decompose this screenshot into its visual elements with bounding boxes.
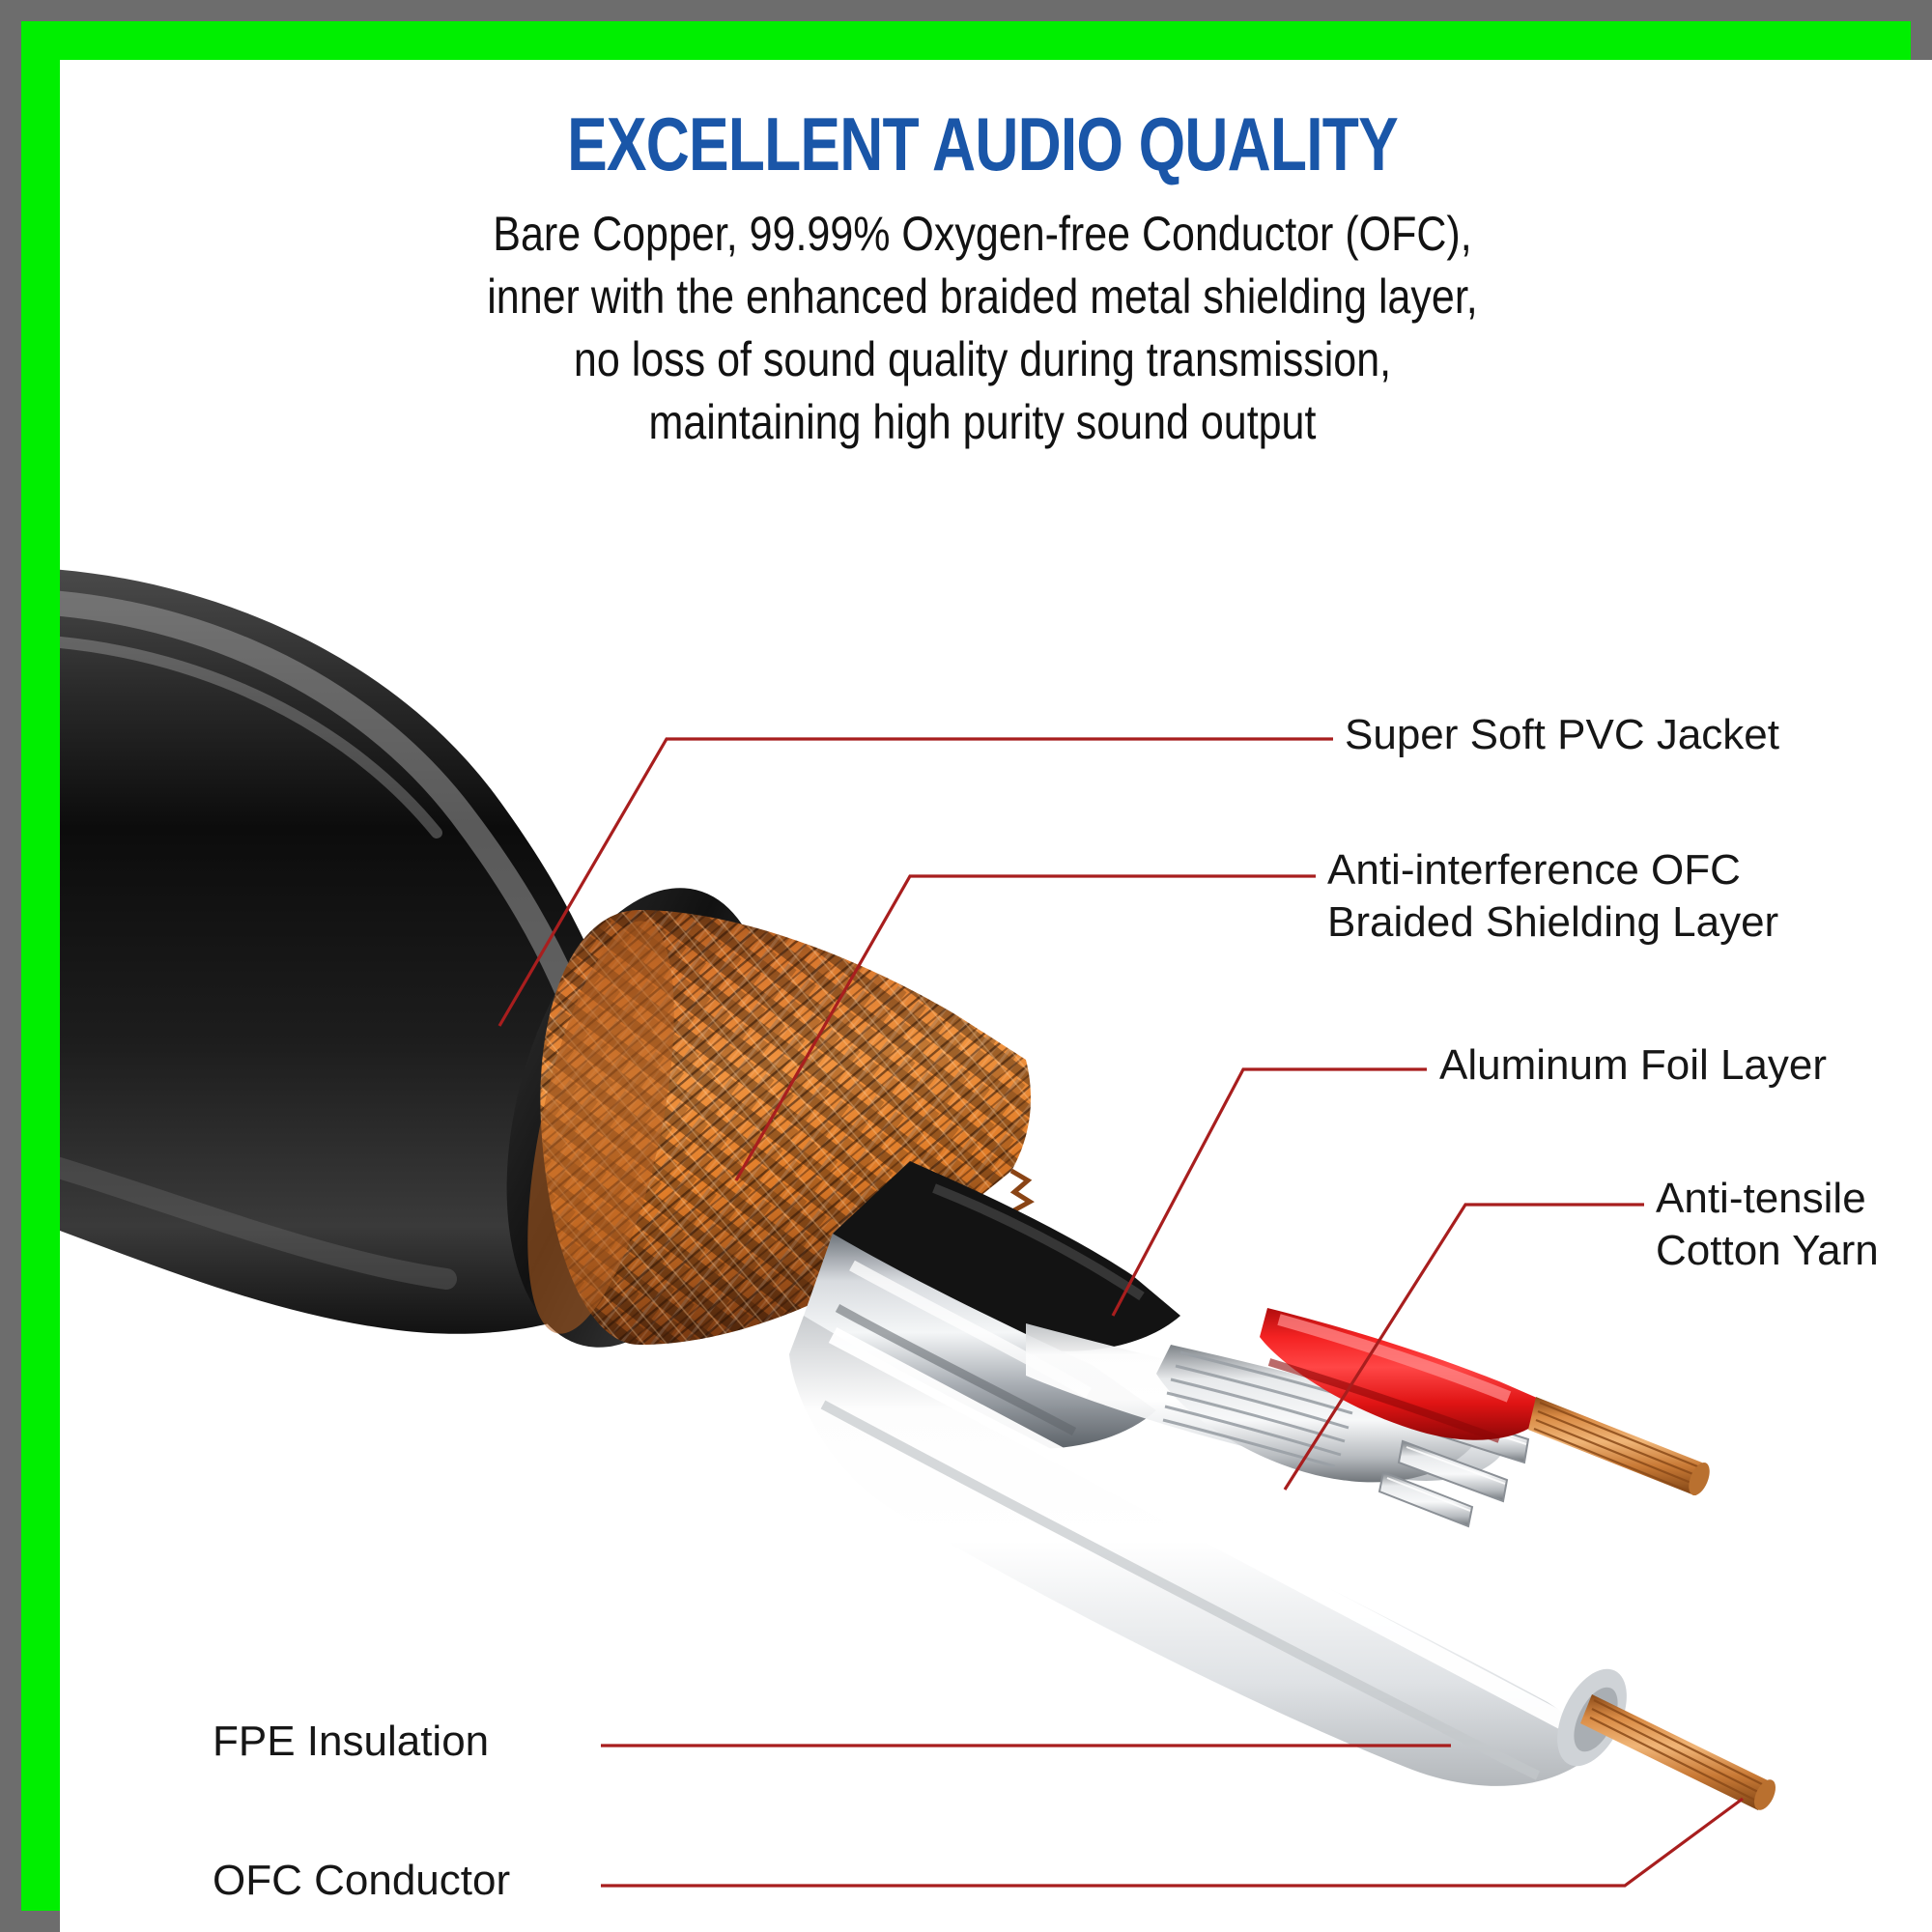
subtitle-block: Bare Copper, 99.99% Oxygen-free Conducto… xyxy=(282,203,1683,454)
subtitle-line-4: maintaining high purity sound output xyxy=(648,395,1317,449)
infographic-canvas: EXCELLENT AUDIO QUALITY Bare Copper, 99.… xyxy=(60,60,1932,1932)
callout-label-fpe-insulation: FPE Insulation xyxy=(213,1718,490,1765)
fpe-insulation-layer xyxy=(789,1316,1605,1786)
callout-label-pvc-jacket: Super Soft PVC Jacket xyxy=(1345,711,1779,758)
subtitle-line-3: no loss of sound quality during transmis… xyxy=(573,332,1392,386)
cable-illustration xyxy=(60,569,1776,1810)
callout-label-ofc-conductor: OFC Conductor xyxy=(213,1857,511,1904)
callout-label-braided-shield: Anti-interference OFC Braided Shielding … xyxy=(1327,846,1779,946)
page-title: EXCELLENT AUDIO QUALITY xyxy=(567,101,1399,186)
callout-label-aluminum-foil: Aluminum Foil Layer xyxy=(1439,1041,1828,1089)
subtitle-line-2: inner with the enhanced braided metal sh… xyxy=(487,270,1478,324)
ofc-conductor-layer xyxy=(1557,1668,1776,1810)
callout-label-cotton-yarn: Anti-tensile Cotton Yarn xyxy=(1656,1175,1879,1274)
header-block: EXCELLENT AUDIO QUALITY Bare Copper, 99.… xyxy=(282,106,1683,454)
subtitle-line-1: Bare Copper, 99.99% Oxygen-free Conducto… xyxy=(493,207,1472,261)
